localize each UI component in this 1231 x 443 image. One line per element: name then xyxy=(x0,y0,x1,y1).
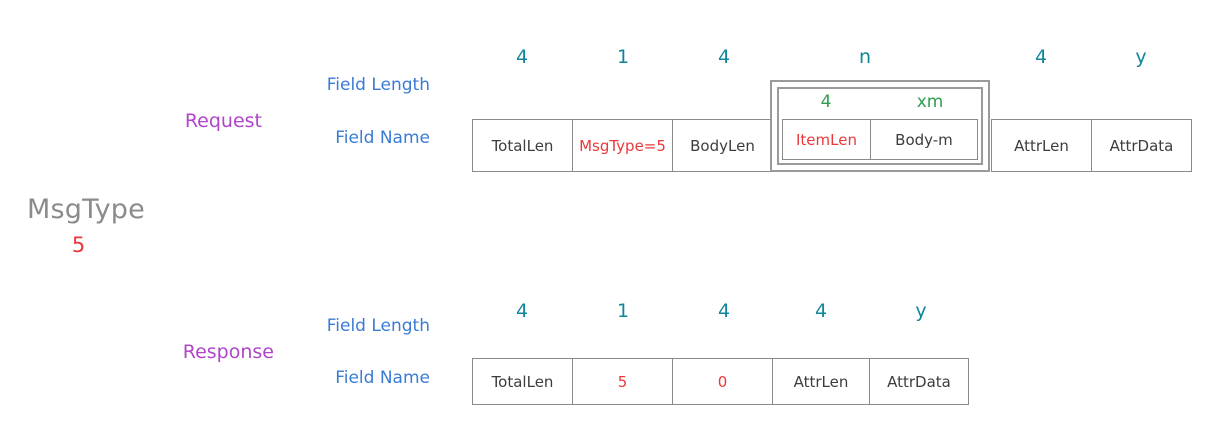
request-nested-length-itemlen: 4 xyxy=(820,92,832,112)
response-length-attrdata: y xyxy=(915,300,927,322)
response-field-length-label: Field Length xyxy=(326,316,430,336)
request-nested-cells: ItemLen Body-m xyxy=(782,119,978,160)
request-length-totallen: 4 xyxy=(515,46,529,68)
response-length-attrlen: 4 xyxy=(814,300,828,322)
request-length-attrlen: 4 xyxy=(1034,46,1048,68)
request-length-msgtype: 1 xyxy=(616,46,630,68)
response-cell-bodylen[interactable]: 0 xyxy=(672,358,773,405)
request-cell-totallen[interactable]: TotalLen xyxy=(472,119,573,172)
request-cell-itemlen[interactable]: ItemLen xyxy=(782,119,871,160)
response-role-label: Response xyxy=(182,341,274,363)
response-length-bodylen: 4 xyxy=(717,300,731,322)
response-cell-totallen[interactable]: TotalLen xyxy=(472,358,573,405)
request-cell-attrdata[interactable]: AttrData xyxy=(1091,119,1192,172)
request-length-bodylen: 4 xyxy=(717,46,731,68)
request-role-label: Request xyxy=(184,110,262,132)
request-attr-cells: AttrLen AttrData xyxy=(991,119,1192,172)
response-cell-attrdata[interactable]: AttrData xyxy=(869,358,969,405)
request-cell-attrlen[interactable]: AttrLen xyxy=(991,119,1092,172)
request-length-body-group: n xyxy=(858,46,872,68)
response-field-name-label: Field Name xyxy=(335,368,430,388)
response-length-msgtype: 1 xyxy=(616,300,630,322)
response-cell-msgtype[interactable]: 5 xyxy=(572,358,673,405)
response-length-totallen: 4 xyxy=(515,300,529,322)
request-cell-bodylen[interactable]: BodyLen xyxy=(672,119,773,172)
request-field-length-label: Field Length xyxy=(326,75,430,95)
request-field-name-label: Field Name xyxy=(335,128,430,148)
request-cell-msgtype[interactable]: MsgType=5 xyxy=(572,119,673,172)
msgtype-legend-value: 5 xyxy=(71,233,86,257)
request-cell-bodym[interactable]: Body-m xyxy=(870,119,978,160)
request-nested-length-bodym: xm xyxy=(916,92,944,112)
msgtype-legend-title: MsgType xyxy=(27,194,145,225)
response-cell-attrlen[interactable]: AttrLen xyxy=(772,358,870,405)
request-header-cells: TotalLen MsgType=5 BodyLen xyxy=(472,119,773,172)
response-cells: TotalLen 5 0 AttrLen AttrData xyxy=(472,358,969,405)
request-length-attrdata: y xyxy=(1135,46,1147,68)
